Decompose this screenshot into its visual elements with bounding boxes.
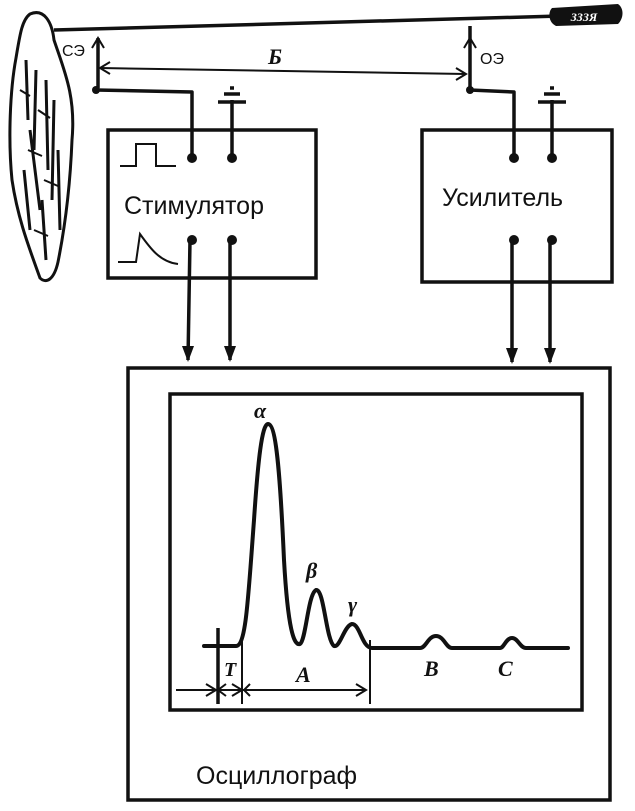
b-wave-label: B bbox=[423, 656, 439, 681]
distance-arrow bbox=[98, 61, 468, 81]
oscilloscope-box bbox=[126, 366, 612, 802]
a-interval-label: A bbox=[294, 662, 311, 687]
stimulator-box bbox=[106, 128, 318, 280]
nerve-preparation bbox=[8, 11, 75, 283]
nerve-end-label: ЗЗЗЯ bbox=[570, 10, 598, 24]
nerve-end: ЗЗЗЯ bbox=[549, 4, 623, 26]
amplifier-box bbox=[420, 128, 614, 284]
compound-action-potential-trace bbox=[202, 422, 570, 650]
square-pulse-icon bbox=[120, 143, 176, 167]
beta-wave-label: β bbox=[305, 558, 318, 583]
stimulator-ground-icon bbox=[218, 86, 246, 163]
amplifier-input-wire bbox=[469, 88, 516, 158]
gamma-wave-label: γ bbox=[348, 592, 358, 617]
stimulator-input-wire bbox=[95, 88, 194, 158]
stimulator-to-oscilloscope-arrows bbox=[182, 239, 236, 362]
oscilloscope-label: Осциллограф bbox=[196, 762, 357, 790]
c-wave-label: C bbox=[498, 656, 513, 681]
distance-label: Б bbox=[267, 44, 282, 69]
stimulator-label: Стимулятор bbox=[124, 192, 264, 220]
t-interval-label: T bbox=[224, 659, 237, 681]
amplifier-ground-icon bbox=[538, 86, 566, 163]
amplifier-to-oscilloscope-arrows bbox=[506, 240, 556, 364]
nerve-fibre bbox=[53, 14, 561, 32]
oscilloscope-screen bbox=[168, 392, 584, 712]
recording-electrode-label: ОЭ bbox=[480, 51, 504, 68]
stimulating-electrode-label: СЭ bbox=[62, 43, 85, 60]
decay-pulse-icon bbox=[118, 231, 179, 265]
amplifier-label: Усилитель bbox=[442, 184, 563, 212]
interval-arrows bbox=[176, 683, 368, 697]
alpha-wave-label: α bbox=[254, 398, 267, 423]
